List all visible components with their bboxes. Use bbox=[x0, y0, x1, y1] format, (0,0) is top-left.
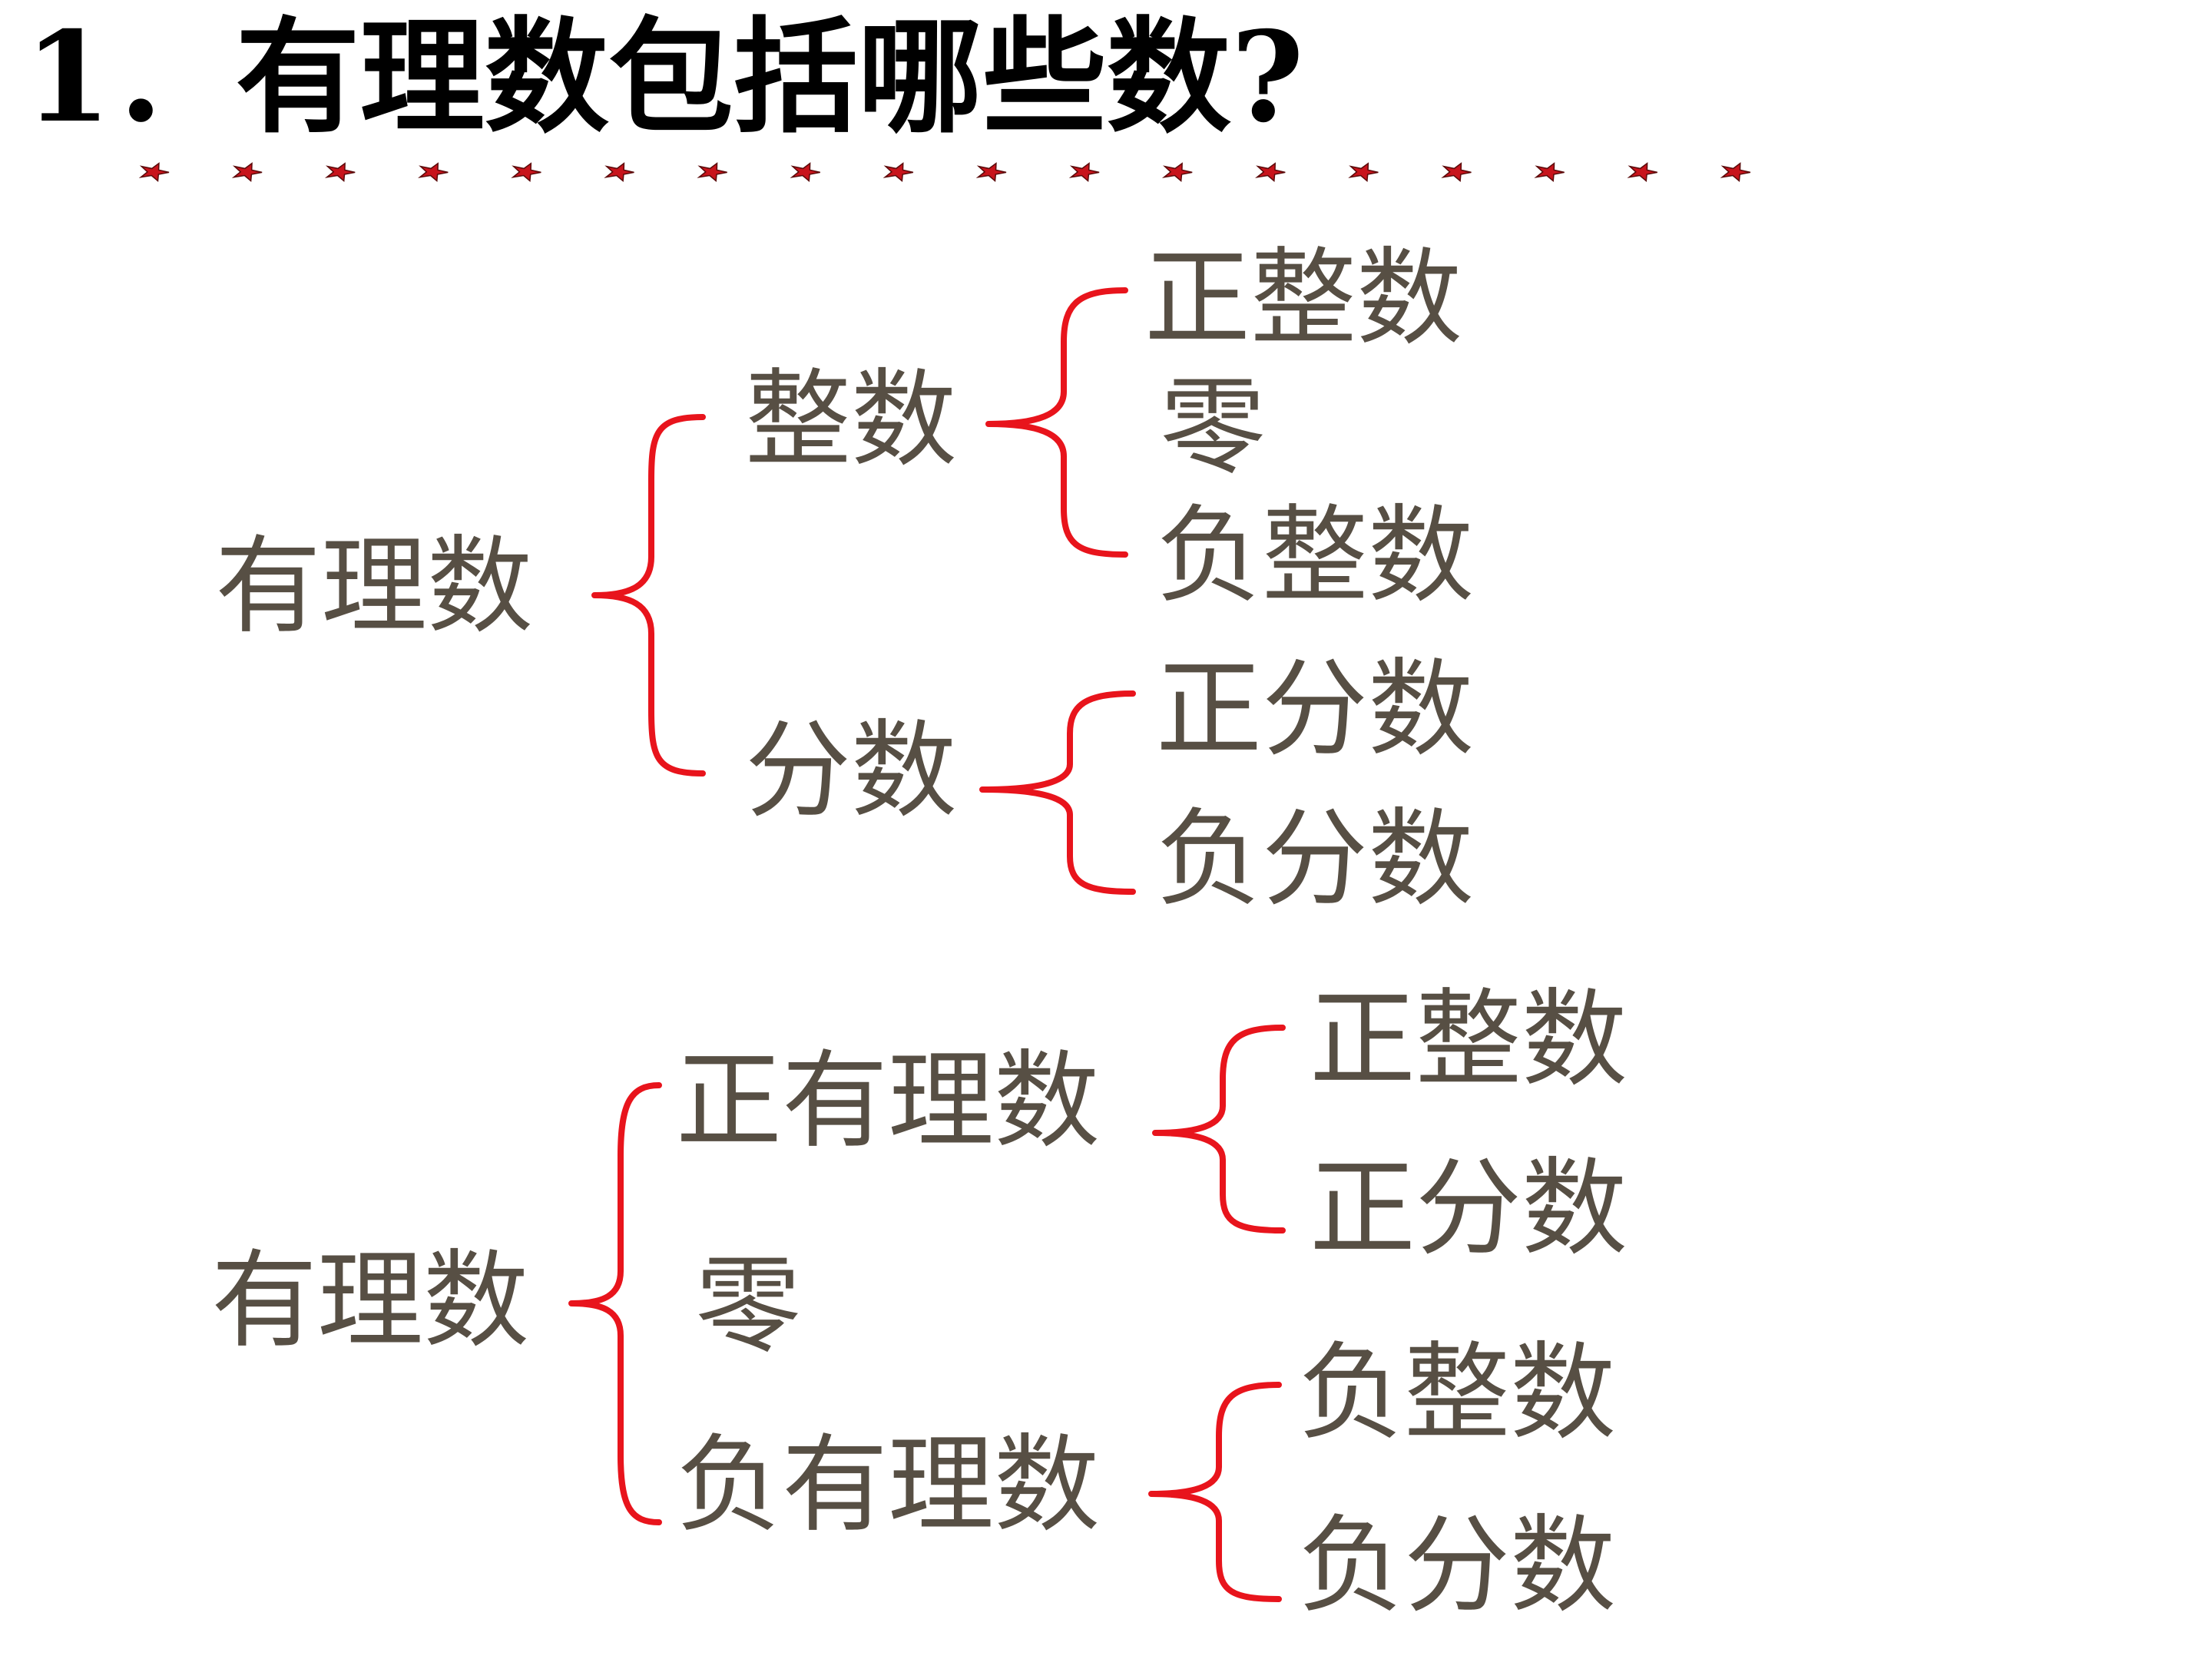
tree2-positive-rational: 正有理数 bbox=[676, 1039, 1101, 1163]
star-icon bbox=[697, 162, 727, 182]
tree2-positive-brace bbox=[1152, 1025, 1286, 1233]
tree1-negative-integer: 负整数 bbox=[1156, 494, 1475, 618]
star-icon bbox=[1534, 162, 1565, 182]
star-icon bbox=[418, 162, 449, 183]
star-icon bbox=[975, 162, 1007, 183]
tree1-zero: 零 bbox=[1160, 366, 1267, 489]
tree1-integers-brace bbox=[985, 287, 1128, 558]
tree2-zero: 零 bbox=[695, 1244, 802, 1368]
tree1-positive-integer: 正整数 bbox=[1144, 237, 1463, 360]
tree1-positive-fraction: 正分数 bbox=[1156, 647, 1475, 771]
page-title: 1．有理数包括哪些数? bbox=[25, 5, 1304, 151]
star-icon bbox=[604, 162, 634, 182]
tree1-fractions: 分数 bbox=[745, 709, 958, 833]
tree2-positive-fraction: 正分数 bbox=[1310, 1147, 1628, 1270]
tree1-negative-fraction: 负分数 bbox=[1156, 797, 1475, 921]
star-icon bbox=[1720, 162, 1751, 182]
tree1-fractions-brace bbox=[979, 690, 1136, 895]
star-icon bbox=[1255, 162, 1286, 183]
star-icon bbox=[790, 162, 820, 182]
star-icon bbox=[324, 162, 356, 183]
star-icon bbox=[882, 162, 914, 182]
star-icon bbox=[1348, 162, 1379, 183]
star-divider bbox=[138, 162, 1751, 183]
tree2-positive-integer: 正整数 bbox=[1310, 978, 1628, 1101]
tree1-integers: 整数 bbox=[745, 358, 958, 482]
tree2-negative-rational: 负有理数 bbox=[676, 1423, 1101, 1547]
star-icon bbox=[231, 162, 263, 183]
star-icon bbox=[138, 162, 170, 183]
tree1-root: 有理数 bbox=[215, 525, 534, 648]
tree1-root-brace bbox=[591, 414, 706, 777]
tree2-negative-fraction: 负分数 bbox=[1298, 1504, 1617, 1628]
tree2-negative-integer: 负整数 bbox=[1298, 1331, 1617, 1455]
star-icon bbox=[511, 162, 541, 183]
star-icon bbox=[1161, 162, 1193, 183]
star-icon bbox=[1627, 162, 1657, 182]
star-icon bbox=[1068, 162, 1100, 183]
tree2-root: 有理数 bbox=[211, 1239, 530, 1363]
star-icon bbox=[1441, 162, 1472, 182]
tree2-negative-brace bbox=[1148, 1382, 1282, 1602]
tree2-root-brace bbox=[568, 1082, 662, 1525]
